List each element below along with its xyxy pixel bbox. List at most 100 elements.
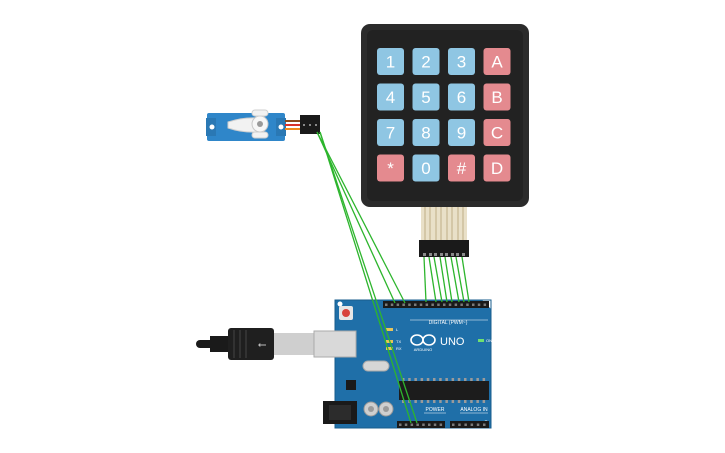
chip-leg [476,400,479,403]
analog-pins-label: ANALOG IN [460,407,488,413]
usb-symbol-icon: ⭠ [258,339,267,351]
chip-leg [408,378,411,381]
pin-hole[interactable] [390,303,394,307]
keypad-key[interactable]: 3 [448,48,475,75]
chip-leg [451,400,455,403]
keypad-key-label: A [491,53,503,72]
pin-hole[interactable] [431,303,434,307]
pin-hole[interactable] [464,423,467,427]
chip-leg [439,400,442,403]
chip-leg [482,378,486,381]
keypad-key-label: 0 [421,159,430,178]
pin-hole[interactable] [477,303,481,307]
keypad-key-label: 8 [421,124,430,143]
keypad-key-label: 7 [386,124,395,143]
microcontroller-chip [399,381,489,400]
keypad-key-label: 1 [386,53,395,72]
pin-hole[interactable] [408,303,411,307]
chip-leg [420,400,424,403]
led-on-label: ON [486,338,492,343]
arduino-uno-board[interactable]: DIGITAL (PWM~) ARDUINO UNO L TX RX ON [313,299,492,429]
keypad-key[interactable]: 0 [412,154,440,182]
pin-hole[interactable] [452,423,455,427]
pin-hole[interactable] [483,303,487,307]
pin-hole[interactable] [437,303,440,307]
keypad-key-label: 9 [457,124,466,143]
keypad-key-label: 5 [421,88,430,107]
chip-leg [470,378,473,381]
keypad-key[interactable]: # [448,154,475,182]
arduino-brand-label: ARDUINO [414,347,432,352]
pin-hole[interactable] [460,303,463,307]
keypad-key[interactable]: 7 [377,119,404,146]
usb-port[interactable] [313,330,357,358]
chip-leg [420,378,424,381]
keypad-key[interactable]: 9 [448,119,475,146]
pin-hole[interactable] [483,423,486,427]
chip-leg [414,400,417,403]
chip-leg [439,378,442,381]
keypad-key-label: C [491,124,503,143]
keypad-key[interactable]: 4 [377,83,404,111]
pin-hole[interactable] [470,423,474,427]
pin-hole[interactable] [410,423,414,427]
chip-leg [426,400,430,403]
keypad-connector[interactable] [419,240,469,257]
keypad-key-label: D [491,159,503,178]
keypad-key[interactable]: 2 [412,48,440,75]
pin-hole[interactable] [414,303,417,307]
keypad-key[interactable]: B [483,83,511,111]
keypad-key-label: B [491,88,502,107]
keypad-key-label: # [457,159,467,178]
pin-hole[interactable] [448,303,452,307]
keypad-key[interactable]: 1 [377,48,404,75]
keypad-key[interactable]: D [483,154,511,182]
pin-hole[interactable] [439,423,443,427]
pin-hole[interactable] [422,423,425,427]
keypad-key[interactable]: C [483,119,511,146]
digital-pin-header[interactable] [383,301,489,308]
keypad-key-label: * [387,159,394,178]
analog-pin-header[interactable] [450,421,489,428]
pin-hole[interactable] [428,423,431,427]
keypad-key[interactable]: 8 [412,119,440,146]
pin-hole[interactable] [466,303,469,307]
wires[interactable] [316,131,470,424]
led-rx-label: RX [396,346,402,351]
pin-hole[interactable] [433,423,437,427]
power-pin-header[interactable] [397,421,445,428]
pin-hole[interactable] [404,423,408,427]
pin-hole[interactable] [416,423,419,427]
led-tx-label: TX [396,339,401,344]
chip-leg [476,378,479,381]
pin-hole[interactable] [399,423,402,427]
pin-hole[interactable] [385,303,388,307]
servo-motor[interactable] [206,109,320,141]
led-l-label: L [396,327,399,332]
power-pins-label: POWER [426,407,445,413]
pin-hole[interactable] [402,303,405,307]
pin-hole[interactable] [443,303,446,307]
pin-hole[interactable] [419,303,423,307]
pin-hole[interactable] [396,303,400,307]
keypad-key[interactable]: A [483,48,511,75]
chip-leg [445,378,448,381]
chip-leg [457,378,461,381]
chip-leg [445,400,448,403]
chip-leg [433,378,436,381]
keypad-key-label: 4 [386,88,395,107]
keypad-key[interactable]: * [377,154,404,182]
keypad-key[interactable]: 6 [448,83,475,111]
pin-hole[interactable] [454,303,458,307]
chip-leg [402,400,405,403]
pin-hole[interactable] [472,303,475,307]
keypad-key-label: 6 [457,88,466,107]
pin-hole[interactable] [425,303,429,307]
pin-hole[interactable] [476,423,480,427]
pin-hole[interactable] [458,423,461,427]
keypad-key[interactable]: 5 [412,83,440,111]
chip-leg [464,378,467,381]
